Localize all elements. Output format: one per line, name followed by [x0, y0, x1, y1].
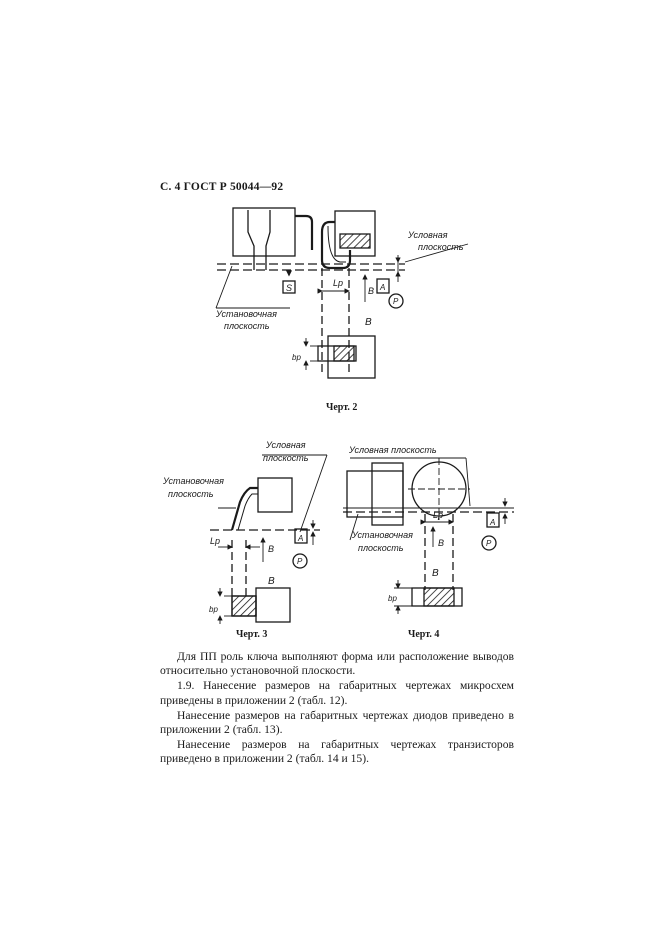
fig4-box-a [486, 512, 500, 528]
fig2-b-dim: B [368, 286, 374, 296]
fig3-cond-label-2: плоскость [263, 453, 309, 463]
fig2-bp: bp [292, 353, 301, 362]
fig2-s-text: S [286, 283, 292, 293]
figure-4-labels: Условная плоскость Установочная плоскост… [348, 445, 495, 603]
figure-2-labels: Условная плоскость Установочная плоскост… [215, 230, 464, 362]
fig2-a-text: A [379, 283, 385, 292]
paragraph-3: Нанесение размеров на габаритных чертежа… [160, 708, 514, 737]
fig4-mount-label-1: Установочная [351, 530, 413, 540]
fig4-a-text: A [489, 518, 495, 527]
fig3-circle-p [292, 553, 308, 569]
fig2-box-a [376, 278, 390, 294]
figure-2 [215, 207, 469, 379]
figure-3 [210, 454, 328, 624]
fig3-bp: bp [209, 605, 218, 614]
fig2-box-s [282, 280, 296, 294]
fig2-lp: Lp [333, 278, 343, 288]
fig2-mount-label-2: плоскость [224, 321, 270, 331]
paragraph-1: Для ПП роль ключа выполняют форма или ра… [160, 650, 514, 678]
fig3-p-text: P [297, 557, 303, 566]
fig2-cond-label-2: плоскость [418, 242, 464, 252]
fig2-caption: Черт. 2 [326, 402, 357, 413]
paragraph-4: Нанесение размеров на габаритных чертежа… [160, 738, 514, 766]
fig3-b-dim: B [268, 544, 274, 554]
fig3-lp: Lp [210, 536, 220, 546]
fig4-mount-label-2: плоскость [358, 543, 404, 553]
fig3-body [257, 477, 293, 513]
fig2-mount-label-1: Установочная [215, 309, 277, 319]
fig4-view-b: B [432, 568, 439, 579]
figure-4 [343, 457, 514, 614]
fig2-left-body [232, 207, 296, 257]
fig4-caption: Черт. 4 [408, 629, 439, 640]
fig4-side-body [346, 470, 404, 518]
body-text: Для ПП роль ключа выполняют форма или ра… [160, 650, 514, 768]
page-header: С. 4 ГОСТ Р 50044—92 [160, 181, 284, 193]
fig2-right-body [334, 210, 376, 257]
fig3-caption: Черт. 3 [236, 629, 267, 640]
fig2-p-text: P [393, 297, 399, 306]
fig3-cond-label-1: Условная [265, 440, 306, 450]
fig2-circle-p [388, 293, 404, 309]
paragraph-2: 1.9. Нанесение размеров на габаритных че… [160, 679, 514, 707]
fig2-left-lead [247, 210, 255, 270]
fig4-b-dim: B [438, 538, 444, 548]
fig2-bottom-body [327, 335, 376, 379]
fig3-box-a [294, 528, 308, 544]
fig3-mount-label-2: плоскость [168, 489, 214, 499]
fig3-mount-label-1: Установочная [162, 476, 224, 486]
fig3-bottom-body [255, 587, 291, 623]
fig2-cond-label-1: Условная [407, 230, 448, 240]
fig4-lp: Lp [433, 510, 443, 520]
fig3-view-b: B [268, 576, 275, 587]
fig4-bp: bp [388, 594, 397, 603]
fig4-circle-p [481, 535, 497, 551]
fig2-view-b: B [365, 317, 372, 328]
figure-3-labels: Условная плоскость Установочная плоскост… [162, 440, 309, 614]
fig4-p-text: P [486, 539, 492, 548]
fig4-cond-label: Условная плоскость [348, 445, 437, 455]
fig3-a-text: A [297, 534, 303, 543]
